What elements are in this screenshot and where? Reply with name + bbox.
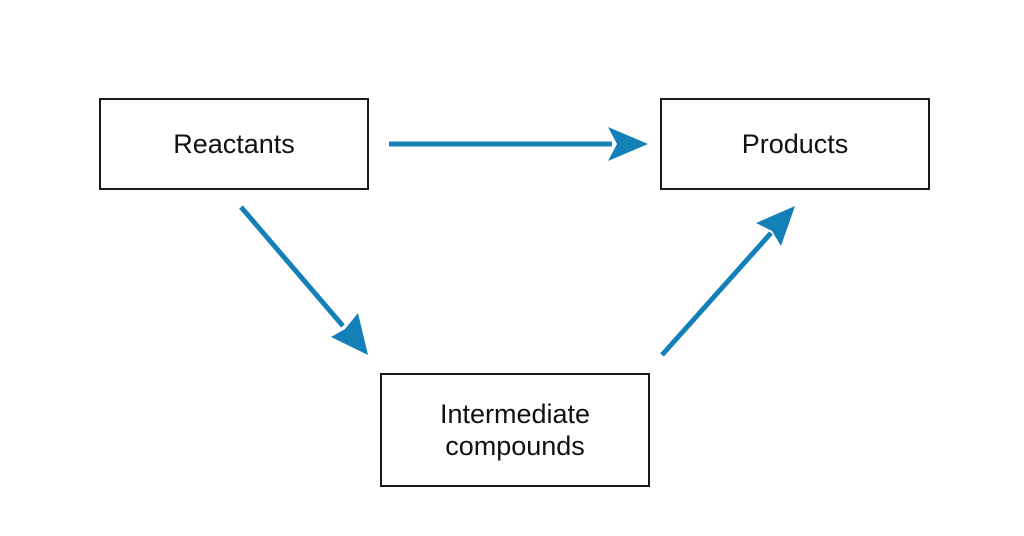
node-intermediate-compounds: Intermediate compounds [380,373,650,487]
arrow-reactants-to-products [389,127,648,161]
arrow-reactants-to-intermediate [239,205,368,355]
node-products: Products [660,98,930,190]
node-intermediate-label: Intermediate compounds [439,399,591,461]
arrow-intermediate-to-products [660,206,795,357]
node-products-label: Products [741,129,849,159]
node-reactants: Reactants [99,98,369,190]
node-reactants-label: Reactants [173,129,295,159]
